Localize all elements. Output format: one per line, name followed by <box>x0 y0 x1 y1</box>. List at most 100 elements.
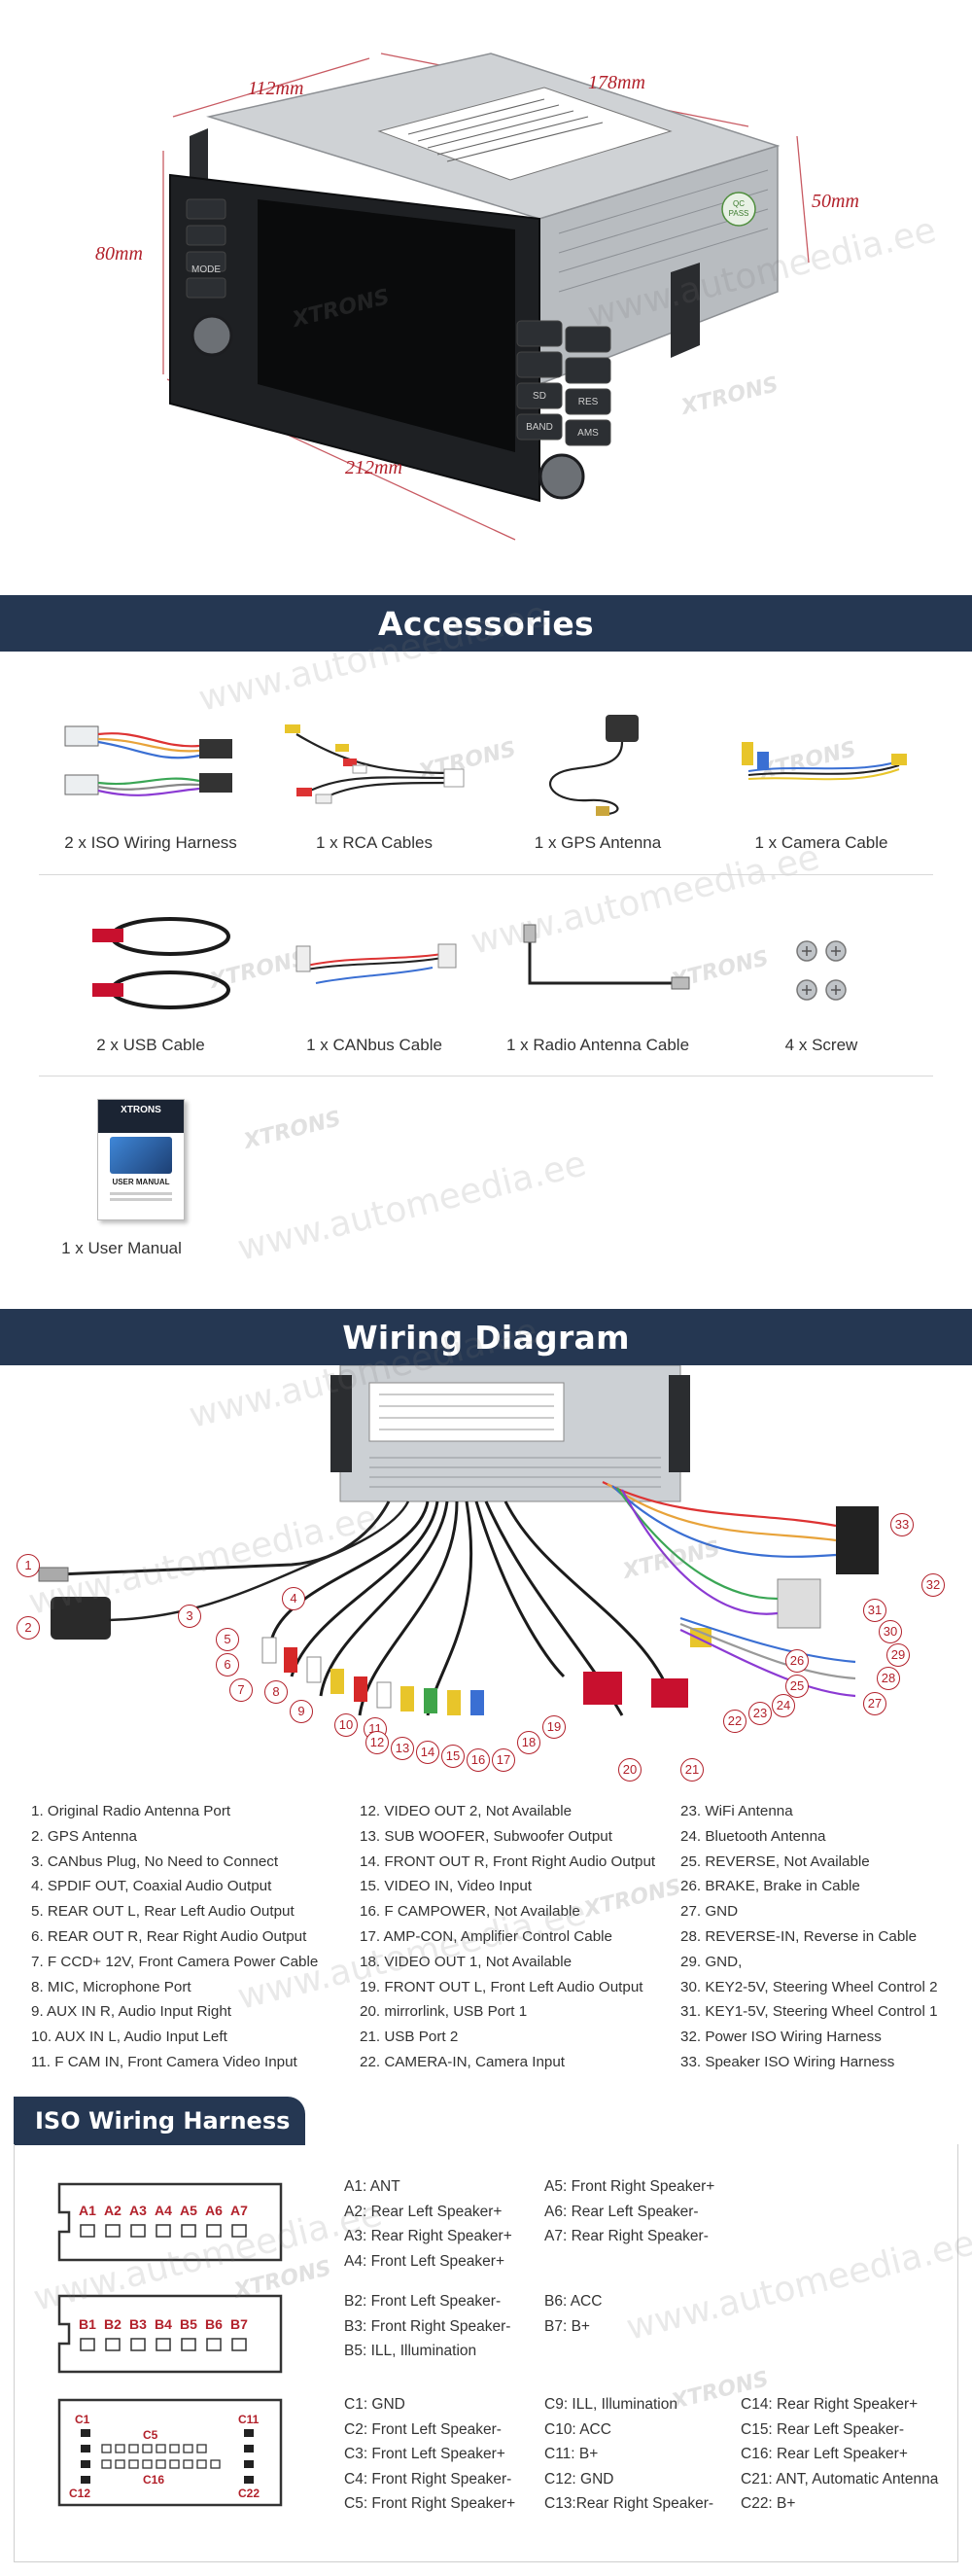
iso-pin-desc: A3: Rear Right Speaker+ <box>344 2228 512 2244</box>
connector-b-pin: B5 <box>180 2316 197 2332</box>
wire-callout-25: 25 <box>785 1675 809 1698</box>
canbus-cable-icon <box>295 943 457 984</box>
legend-item: 5. REAR OUT L, Rear Left Audio Output <box>31 1903 295 1921</box>
iso-harness-tab: ISO Wiring Harness <box>14 2097 305 2145</box>
iso-pin-desc: B5: ILL, Illumination <box>344 2343 477 2359</box>
svg-text:RES: RES <box>578 397 599 407</box>
wire-callout-27: 27 <box>863 1692 886 1715</box>
iso-pin-desc: C5: Front Right Speaker+ <box>344 2495 516 2512</box>
connector-c-pin: C22 <box>238 2487 260 2500</box>
accessories-banner: Accessories <box>0 595 972 652</box>
accessory-iso-harness: 2 x ISO Wiring Harness <box>39 695 262 870</box>
legend-item: 22. CAMERA-IN, Camera Input <box>360 2053 566 2070</box>
manual-cover-brand: XTRONS <box>98 1100 184 1133</box>
camera-cable-icon <box>742 742 907 781</box>
connector-b-diagram: B1 B2 B3 B4 B5 B6 B7 <box>57 2294 283 2374</box>
iso-a-left-list: A1: ANT A2: Rear Left Speaker+ A3: Rear … <box>344 2174 512 2274</box>
gps-antenna-icon <box>548 715 639 816</box>
connector-b-pin: B4 <box>155 2316 172 2332</box>
connector-a-diagram: A1 A2 A3 A4 A5 A6 A7 <box>57 2182 283 2262</box>
legend-item: 29. GND, <box>680 1953 743 1970</box>
connector-a-pin: A4 <box>155 2203 172 2218</box>
wire-callout-6: 6 <box>216 1653 239 1676</box>
iso-pin-desc: C9: ILL, Illumination <box>544 2396 677 2413</box>
wire-callout-18: 18 <box>517 1731 540 1754</box>
connector-c-pin: C5 <box>143 2428 158 2442</box>
wire-callout-13: 13 <box>391 1737 414 1760</box>
legend-item: 9. AUX IN R, Audio Input Right <box>31 2003 231 2021</box>
iso-pin-desc: A7: Rear Right Speaker- <box>544 2228 709 2244</box>
wire-callout-16: 16 <box>467 1748 490 1772</box>
legend-item: 1. Original Radio Antenna Port <box>31 1803 231 1819</box>
usb-cable-icon <box>92 917 230 1009</box>
legend-item: 19. FRONT OUT L, Front Left Audio Output <box>360 1978 643 1995</box>
legend-item: 23. WiFi Antenna <box>680 1803 793 1819</box>
accessories-row-1: 2 x ISO Wiring Harness 1 x RCA Cables 1 … <box>39 695 933 870</box>
wire-callout-31: 31 <box>863 1599 886 1622</box>
accessory-rca-cables: 1 x RCA Cables <box>262 695 486 870</box>
wire-callout-26: 26 <box>785 1649 809 1673</box>
legend-item: 30. KEY2-5V, Steering Wheel Control 2 <box>680 1978 938 1995</box>
radio-antenna-cable-icon <box>523 924 690 990</box>
legend-item: 21. USB Port 2 <box>360 2029 459 2046</box>
wire-callout-9: 9 <box>290 1700 313 1723</box>
accessory-user-manual: XTRONS USER MANUAL 1 x User Manual <box>39 1099 262 1274</box>
iso-c-col1-list: C1: GND C2: Front Left Speaker- C3: Fron… <box>344 2392 515 2517</box>
iso-pin-desc: A2: Rear Left Speaker+ <box>344 2203 503 2220</box>
iso-pin-desc: C2: Front Left Speaker- <box>344 2420 502 2438</box>
wire-callout-23: 23 <box>748 1702 772 1725</box>
wire-callout-10: 10 <box>334 1713 358 1737</box>
svg-text:MODE: MODE <box>191 265 221 275</box>
wire-callout-15: 15 <box>441 1745 465 1768</box>
legend-item: 28. REVERSE-IN, Reverse in Cable <box>680 1927 918 1945</box>
iso-pin-desc: C13:Rear Right Speaker- <box>544 2495 714 2512</box>
legend-item: 24. Bluetooth Antenna <box>680 1827 826 1845</box>
legend-item: 10. AUX IN L, Audio Input Left <box>31 2029 227 2046</box>
iso-pin-desc: C4: Front Right Speaker- <box>344 2470 512 2488</box>
wire-callout-28: 28 <box>877 1667 900 1690</box>
wire-callout-3: 3 <box>178 1605 201 1628</box>
dimension-height-left: 80mm <box>95 243 143 265</box>
user-manual-icon: XTRONS USER MANUAL <box>97 1099 185 1220</box>
iso-pin-desc: B3: Front Right Speaker- <box>344 2317 511 2335</box>
accessory-label: 2 x USB Cable <box>96 1036 205 1054</box>
wire-callout-20: 20 <box>618 1758 642 1782</box>
dimension-width-bottom: 212mm <box>345 457 402 478</box>
rca-cables-icon <box>285 724 465 804</box>
wiring-diagram-svg <box>38 1365 879 1716</box>
connector-c-pin: C12 <box>69 2487 90 2500</box>
wire-callout-30: 30 <box>879 1620 902 1643</box>
iso-pin-desc: B2: Front Left Speaker- <box>344 2293 502 2310</box>
legend-item: 12. VIDEO OUT 2, Not Available <box>360 1803 573 1819</box>
iso-pin-desc: C15: Rear Left Speaker- <box>741 2420 905 2438</box>
iso-pin-desc: C21: ANT, Automatic Antenna <box>741 2470 939 2488</box>
wire-callout-24: 24 <box>772 1694 795 1717</box>
accessory-label: 1 x User Manual <box>61 1239 182 1257</box>
head-unit-illustration: QC PASS MODE SD RES BAN <box>162 53 810 541</box>
iso-pin-desc: A5: Front Right Speaker+ <box>544 2178 715 2195</box>
svg-text:SD: SD <box>533 391 546 402</box>
accessory-camera-cable: 1 x Camera Cable <box>710 695 933 870</box>
connector-c-pin: C16 <box>143 2473 164 2487</box>
accessories-row-2: 2 x USB Cable 1 x CANbus Cable 1 x Radio… <box>39 898 933 1073</box>
connector-a-pin: A1 <box>79 2203 96 2218</box>
wiring-legend-col-3: 23. WiFi Antenna 24. Bluetooth Antenna 2… <box>680 1799 938 2075</box>
wire-callout-2: 2 <box>17 1616 40 1640</box>
connector-b-pin: B1 <box>79 2316 96 2332</box>
accessory-gps-antenna: 1 x GPS Antenna <box>486 695 710 870</box>
iso-a-right-list: A5: Front Right Speaker+ A6: Rear Left S… <box>544 2174 714 2249</box>
dimension-height-right: 50mm <box>812 191 859 212</box>
legend-item: 11. F CAM IN, Front Camera Video Input <box>31 2053 297 2070</box>
wire-callout-14: 14 <box>416 1741 439 1764</box>
connector-b-pin: B3 <box>129 2316 147 2332</box>
iso-pin-desc: B7: B+ <box>544 2317 590 2335</box>
svg-text:QC: QC <box>733 199 745 208</box>
connector-c-pin: C11 <box>238 2413 260 2426</box>
accessory-label: 1 x Camera Cable <box>754 833 888 852</box>
wire-callout-12: 12 <box>365 1731 389 1754</box>
connector-c-pin: C1 <box>75 2413 90 2426</box>
iso-pin-desc: C22: B+ <box>741 2495 796 2512</box>
legend-item: 14. FRONT OUT R, Front Right Audio Outpu… <box>360 1853 656 1870</box>
dimension-width-top: 178mm <box>588 72 645 93</box>
iso-harness-title: ISO Wiring Harness <box>35 2107 291 2135</box>
